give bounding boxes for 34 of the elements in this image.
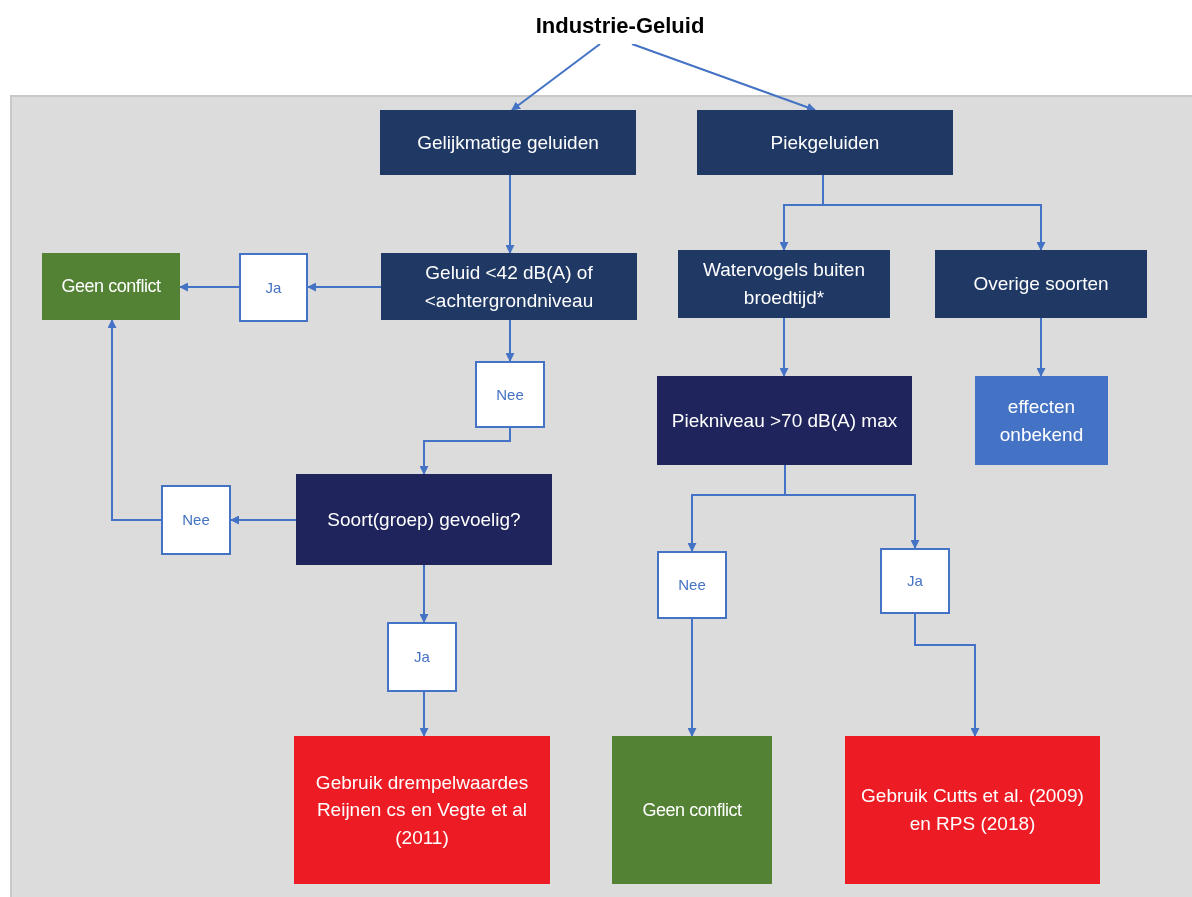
arrow: [307, 282, 382, 292]
answer-box: Nee: [475, 361, 545, 428]
outcome-box: Geen conflict: [42, 253, 180, 320]
arrow: [230, 515, 297, 525]
arrow: [779, 317, 789, 377]
outcome-box: Gebruik Cutts et al. (2009) en RPS (2018): [845, 736, 1100, 884]
outcome-box: Geen conflict: [612, 736, 772, 884]
arrow: [687, 618, 697, 737]
arrow: [419, 564, 429, 623]
arrow: [419, 427, 511, 475]
arrow: [784, 464, 920, 549]
arrow: [914, 613, 980, 737]
process-box: Gelijkmatige geluiden: [380, 110, 636, 175]
outcome-box: Gebruik drempelwaardes Reijnen cs en Vegte et al (2011): [294, 736, 550, 884]
process-box: Piekgeluiden: [697, 110, 953, 175]
answer-box: Ja: [387, 622, 457, 692]
outcome-box: effecten onbekend: [975, 376, 1108, 465]
arrow: [511, 43, 601, 111]
decision-box: Soort(groep) gevoelig?: [296, 474, 552, 565]
arrow: [505, 319, 515, 362]
arrow: [179, 282, 240, 292]
answer-box: Ja: [880, 548, 950, 614]
arrow: [1036, 317, 1046, 377]
arrow: [505, 174, 515, 254]
arrow: [107, 319, 162, 521]
answer-box: Ja: [239, 253, 308, 322]
answer-box: Nee: [657, 551, 727, 619]
arrow: [631, 43, 816, 112]
decision-box: Geluid <42 dB(A) of <achtergrondniveau: [381, 253, 637, 320]
process-box: Watervogels buiten broedtijd*: [678, 250, 890, 318]
process-box: Overige soorten: [935, 250, 1147, 318]
decision-box: Piekniveau >70 dB(A) max: [657, 376, 912, 465]
answer-box: Nee: [161, 485, 231, 555]
arrow: [419, 691, 429, 737]
